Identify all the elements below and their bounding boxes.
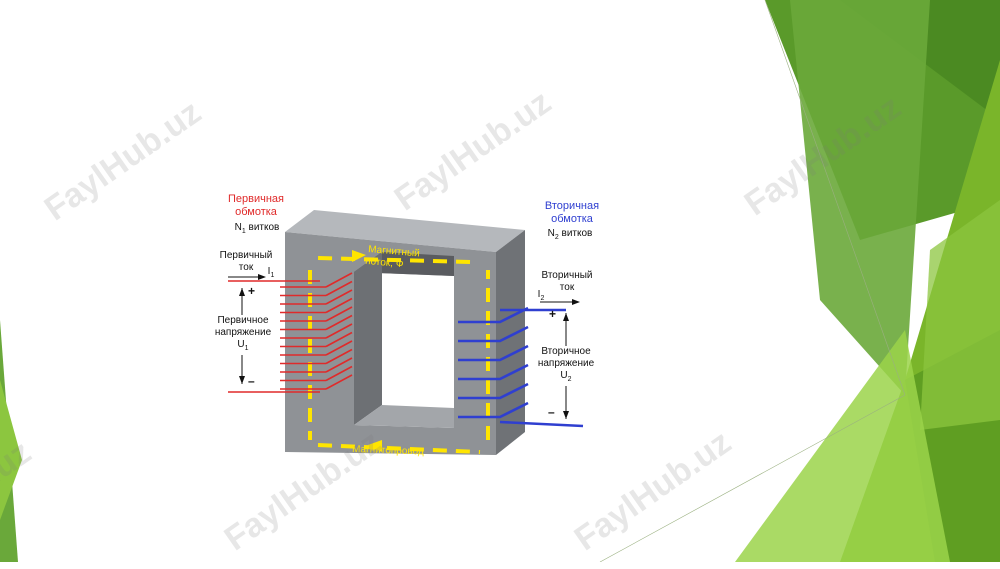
primary-current-arrow (228, 274, 266, 280)
primary-current-label: Первичный ток (219, 250, 273, 273)
secondary-winding-title: Вторичная обмотка (544, 200, 600, 225)
secondary-current-symbol: I2 (537, 289, 545, 302)
primary-coil-turn-side (325, 297, 353, 314)
primary-coil-turn-side (325, 280, 353, 297)
primary-coil-turn-side (325, 374, 353, 390)
primary-coil-turn-side (325, 331, 353, 348)
primary-coil-turn-side (325, 272, 353, 288)
flux-arrow-top (352, 250, 366, 262)
secondary-coil-turn (458, 325, 529, 343)
primary-coil-turn-side (325, 323, 353, 339)
primary-plus-sign: + (248, 284, 256, 298)
secondary-coil-turn (458, 344, 529, 362)
primary-voltage-label: Первичное напряжение U1 (210, 315, 276, 355)
secondary-coil-turn (458, 363, 529, 381)
primary-coil-turn-side (325, 340, 353, 356)
primary-coil-turn-side (325, 289, 353, 305)
primary-winding (228, 272, 353, 393)
secondary-voltage-label: Вторичное напряжение U2 (534, 346, 598, 386)
core-label: Магнитопровод (352, 444, 424, 458)
flux-arrow-bottom (368, 440, 382, 452)
secondary-minus-sign: – (548, 405, 555, 419)
transformer-core (285, 210, 525, 455)
primary-coil-turn-side (325, 314, 353, 331)
primary-coil-turn-side (325, 357, 353, 373)
primary-current-symbol: I1 (267, 266, 275, 279)
primary-minus-sign: – (248, 374, 255, 388)
secondary-winding (458, 306, 584, 428)
right-decoration (599, 0, 1000, 562)
primary-turns-label: N1 витков (234, 222, 280, 235)
secondary-coil-turn (458, 306, 529, 324)
primary-coil-turn-side (325, 348, 353, 365)
secondary-coil-turn (458, 382, 529, 400)
primary-coil-turn-side (325, 306, 353, 322)
secondary-plus-sign: + (549, 307, 557, 321)
primary-coil-turn-side (325, 365, 353, 382)
secondary-current-arrow (540, 299, 580, 305)
secondary-turns-label: N2 витков (547, 228, 593, 241)
magnetic-flux-path: Магнитный поток, Ф Магнитопровод (308, 244, 490, 458)
secondary-coil-turn (458, 401, 529, 419)
flux-label: Магнитный поток, Ф (365, 244, 423, 272)
left-decoration (0, 320, 22, 562)
primary-winding-title: Первичная обмотка (227, 193, 284, 218)
secondary-current-label: Вторичный ток (541, 270, 593, 293)
